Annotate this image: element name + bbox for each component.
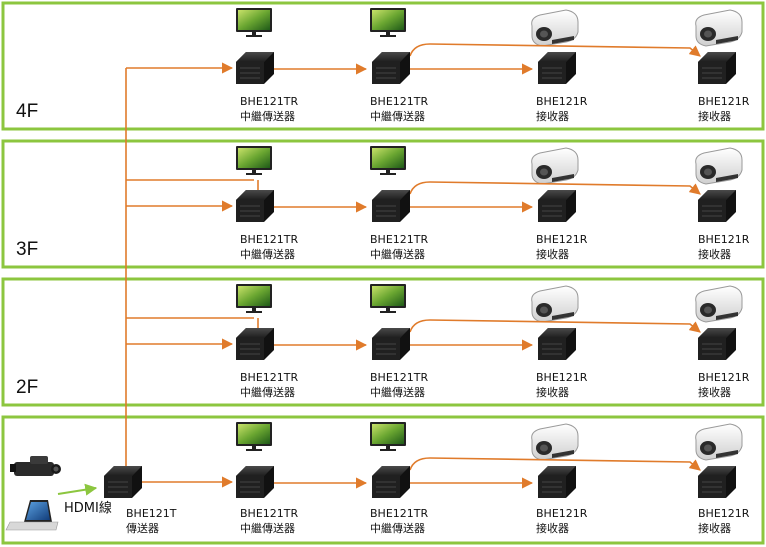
repeater-box-icon <box>371 465 411 499</box>
hdmi-arrow <box>57 483 98 496</box>
projector-icon <box>695 423 743 461</box>
floor-1f-row: BHE121T 傳送器 BHE121TR 中繼傳送器 BHE121TR 中繼傳送… <box>5 422 750 535</box>
repeater-desc-label: 中繼傳送器 <box>370 521 425 535</box>
repeater-model-label: BHE121TR <box>240 233 298 246</box>
receiver-desc-label: 接收器 <box>536 385 569 399</box>
laptop-icon <box>5 500 59 531</box>
receiver-model-label: BHE121R <box>698 507 750 520</box>
receiver-box-icon <box>697 189 737 223</box>
repeater-model-label: BHE121TR <box>370 233 428 246</box>
receiver-box-icon <box>537 51 577 85</box>
receiver-model-label: BHE121R <box>536 95 588 108</box>
receiver-box-icon <box>537 189 577 223</box>
projector-icon <box>531 285 579 323</box>
receiver-box-icon <box>537 465 577 499</box>
receiver-desc-label: 接收器 <box>698 247 731 261</box>
wire-arrow <box>409 43 701 57</box>
repeater-model-label: BHE121TR <box>370 507 428 520</box>
repeater-model-label: BHE121TR <box>240 507 298 520</box>
repeater-model-label: BHE121TR <box>370 371 428 384</box>
repeater-desc-label: 中繼傳送器 <box>240 109 295 123</box>
receiver-desc-label: 接收器 <box>698 109 731 123</box>
repeater-box-icon <box>235 51 275 85</box>
receiver-box-icon <box>697 51 737 85</box>
repeater-model-label: BHE121TR <box>370 95 428 108</box>
repeater-box-icon <box>371 189 411 223</box>
repeater-model-label: BHE121TR <box>240 95 298 108</box>
repeater-desc-label: 中繼傳送器 <box>370 109 425 123</box>
receiver-desc-label: 接收器 <box>536 521 569 535</box>
transmitter-model-label: BHE121T <box>126 507 177 520</box>
repeater-box-icon <box>235 327 275 361</box>
receiver-model-label: BHE121R <box>536 507 588 520</box>
repeater-desc-label: 中繼傳送器 <box>370 385 425 399</box>
wire-arrow <box>409 457 701 471</box>
receiver-box-icon <box>537 327 577 361</box>
repeater-box-icon <box>235 189 275 223</box>
projector-icon <box>531 9 579 47</box>
receiver-desc-label: 接收器 <box>698 385 731 399</box>
receiver-desc-label: 接收器 <box>698 521 731 535</box>
receiver-box-icon <box>697 465 737 499</box>
projector-icon <box>531 423 579 461</box>
receiver-model-label: BHE121R <box>698 95 750 108</box>
repeater-box-icon <box>371 51 411 85</box>
receiver-box-icon <box>697 327 737 361</box>
repeater-desc-label: 中繼傳送器 <box>240 521 295 535</box>
repeater-model-label: BHE121TR <box>240 371 298 384</box>
receiver-model-label: BHE121R <box>536 371 588 384</box>
camcorder-icon <box>10 456 61 476</box>
repeater-desc-label: 中繼傳送器 <box>370 247 425 261</box>
projector-icon <box>695 147 743 185</box>
repeater-box-icon <box>371 327 411 361</box>
hdmi-cable-label: HDMI線 <box>64 500 112 516</box>
floor-label-4f: 4F <box>16 101 38 122</box>
receiver-model-label: BHE121R <box>698 233 750 246</box>
transmitter-box-icon <box>103 465 143 499</box>
projector-icon <box>695 9 743 47</box>
receiver-desc-label: 接收器 <box>536 247 569 261</box>
floor-label-3f: 3F <box>16 239 38 260</box>
repeater-box-icon <box>235 465 275 499</box>
wire-arrow <box>409 319 701 333</box>
receiver-model-label: BHE121R <box>536 233 588 246</box>
floor-label-2f: 2F <box>16 377 38 398</box>
repeater-desc-label: 中繼傳送器 <box>240 385 295 399</box>
floor-3f-row: BHE121TR 中繼傳送器 BHE121TR 中繼傳送器 BHE121R 接收… <box>126 146 750 261</box>
receiver-model-label: BHE121R <box>698 371 750 384</box>
projector-icon <box>695 285 743 323</box>
repeater-desc-label: 中繼傳送器 <box>240 247 295 261</box>
wire-arrow <box>409 181 701 195</box>
projector-icon <box>531 147 579 185</box>
receiver-desc-label: 接收器 <box>536 109 569 123</box>
transmitter-desc-label: 傳送器 <box>126 521 159 535</box>
floor-4f-row: BHE121TR 中繼傳送器 BHE121TR 中繼傳送器 BHE121R 接收… <box>126 8 750 123</box>
floor-2f-row: BHE121TR 中繼傳送器 BHE121TR 中繼傳送器 BHE121R 接收… <box>126 284 750 399</box>
